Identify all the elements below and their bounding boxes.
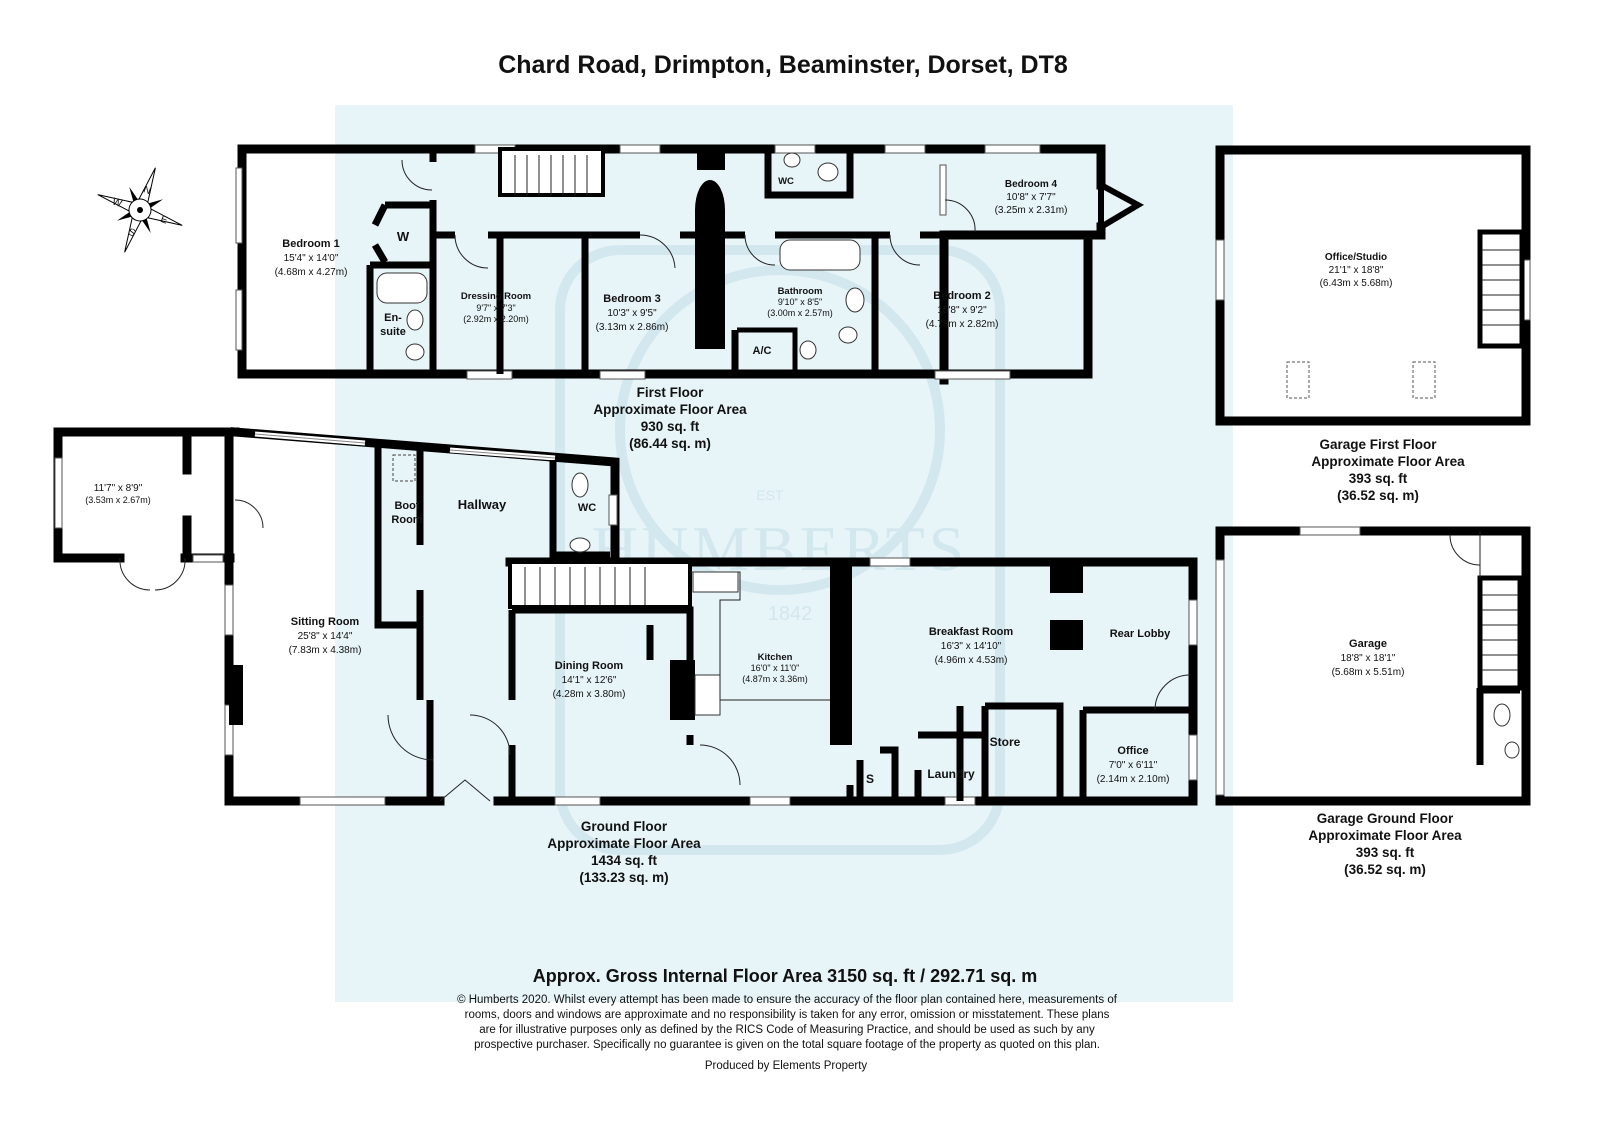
svg-text:S: S — [127, 227, 137, 240]
svg-text:25'8" x 14'4": 25'8" x 14'4" — [298, 631, 353, 642]
svg-text:Laundry: Laundry — [927, 767, 975, 781]
svg-text:Bedroom 2: Bedroom 2 — [933, 290, 990, 302]
svg-text:(4.28m x 3.80m): (4.28m x 3.80m) — [553, 689, 626, 700]
svg-text:(4.87m x 3.36m): (4.87m x 3.36m) — [742, 674, 808, 684]
svg-text:Approximate Floor Area: Approximate Floor Area — [1311, 454, 1465, 469]
svg-text:E: E — [159, 214, 169, 227]
svg-text:(2.92m x 2.20m): (2.92m x 2.20m) — [463, 314, 529, 324]
svg-text:(4.68m x 4.27m): (4.68m x 4.27m) — [275, 267, 348, 278]
garage-first-floor-area: Garage First Floor Approximate Floor Are… — [1311, 437, 1465, 503]
svg-text:9'10" x 8'5": 9'10" x 8'5" — [778, 297, 822, 307]
gross-area: Approx. Gross Internal Floor Area 3150 s… — [533, 966, 1038, 986]
garage-first-floor-plan: Office/Studio 21'1" x 18'8" (6.43m x 5.6… — [1215, 145, 1531, 426]
svg-text:WC: WC — [578, 502, 596, 514]
svg-text:(7.83m x 4.38m): (7.83m x 4.38m) — [289, 645, 362, 656]
svg-text:A/C: A/C — [753, 345, 772, 357]
svg-text:Garage Ground Floor: Garage Ground Floor — [1317, 811, 1454, 826]
svg-text:Approximate Floor Area: Approximate Floor Area — [593, 402, 747, 417]
svg-text:393 sq. ft: 393 sq. ft — [1356, 845, 1415, 860]
svg-text:15'8" x 9'2": 15'8" x 9'2" — [937, 305, 987, 316]
svg-text:Approximate Floor Area: Approximate Floor Area — [1308, 828, 1462, 843]
svg-text:W: W — [111, 196, 124, 210]
svg-text:Bedroom 3: Bedroom 3 — [603, 293, 660, 305]
svg-text:(86.44 sq. m): (86.44 sq. m) — [629, 436, 711, 451]
svg-text:(4.96m x 4.53m): (4.96m x 4.53m) — [935, 655, 1008, 666]
svg-text:(5.68m x 5.51m): (5.68m x 5.51m) — [1332, 667, 1405, 678]
svg-text:N: N — [142, 184, 153, 197]
svg-text:16'0" x 11'0": 16'0" x 11'0" — [751, 663, 800, 673]
svg-text:First Floor: First Floor — [637, 385, 704, 400]
svg-text:Approximate Floor Area: Approximate Floor Area — [547, 836, 701, 851]
svg-text:16'3" x 14'10": 16'3" x 14'10" — [941, 641, 1002, 652]
svg-text:Garage: Garage — [1349, 638, 1387, 650]
svg-text:10'3" x 9'5": 10'3" x 9'5" — [607, 308, 657, 319]
svg-text:Dressing Room: Dressing Room — [461, 291, 531, 302]
svg-text:W: W — [397, 229, 410, 244]
svg-text:(3.13m x 2.86m): (3.13m x 2.86m) — [596, 322, 669, 333]
svg-text:Store: Store — [990, 735, 1021, 749]
svg-text:(3.00m x 2.57m): (3.00m x 2.57m) — [767, 308, 833, 318]
svg-text:Hallway: Hallway — [458, 497, 507, 512]
svg-text:21'1" x 18'8": 21'1" x 18'8" — [1329, 265, 1384, 276]
svg-text:Kitchen: Kitchen — [758, 652, 793, 663]
svg-text:En-: En- — [384, 312, 402, 324]
page-title: Chard Road, Drimpton, Beaminster, Dorset… — [498, 51, 1068, 79]
svg-text:393 sq. ft: 393 sq. ft — [1349, 471, 1408, 486]
produced-by: Produced by Elements Property — [705, 1060, 868, 1072]
svg-text:Dining Room: Dining Room — [555, 660, 624, 672]
svg-text:Sitting Room: Sitting Room — [291, 616, 360, 628]
svg-text:suite: suite — [380, 326, 406, 338]
first-floor-labels: Bedroom 1 15'4" x 14'0" (4.68m x 4.27m) … — [275, 176, 1068, 357]
svg-text:Bedroom 4: Bedroom 4 — [1005, 179, 1058, 190]
svg-text:WC: WC — [778, 176, 794, 187]
svg-text:rooms, doors and windows are a: rooms, doors and windows are approximate… — [465, 1009, 1110, 1021]
svg-text:18'8" x 18'1": 18'8" x 18'1" — [1341, 653, 1396, 664]
svg-text:930 sq. ft: 930 sq. ft — [641, 419, 700, 434]
svg-text:(133.23 sq. m): (133.23 sq. m) — [579, 870, 668, 885]
svg-text:Room: Room — [391, 514, 422, 526]
svg-text:Rear Lobby: Rear Lobby — [1110, 628, 1171, 640]
svg-text:11'7" x 8'9": 11'7" x 8'9" — [94, 483, 143, 494]
svg-text:7'0" x 6'11": 7'0" x 6'11" — [1109, 760, 1158, 771]
svg-text:Boot: Boot — [394, 500, 419, 512]
svg-text:Breakfast Room: Breakfast Room — [929, 626, 1014, 638]
svg-text:(3.53m x 2.67m): (3.53m x 2.67m) — [85, 495, 151, 505]
svg-text:© Humberts 2020. Whilst every: © Humberts 2020. Whilst every attempt ha… — [457, 994, 1118, 1006]
svg-text:Bathroom: Bathroom — [778, 286, 823, 297]
svg-text:Office: Office — [1117, 745, 1148, 757]
svg-text:1842: 1842 — [768, 603, 813, 625]
svg-text:prospective purchaser. Specifi: prospective purchaser. Specifically no g… — [474, 1039, 1100, 1051]
svg-text:(4.78m x 2.82m): (4.78m x 2.82m) — [926, 319, 999, 330]
svg-text:Ground Floor: Ground Floor — [581, 819, 668, 834]
svg-text:Garage First Floor: Garage First Floor — [1319, 437, 1437, 452]
first-floor-plan — [235, 144, 1145, 385]
svg-text:Office/Studio: Office/Studio — [1325, 252, 1387, 263]
svg-text:14'1" x 12'6": 14'1" x 12'6" — [562, 675, 617, 686]
first-floor-area: First Floor Approximate Floor Area 930 s… — [593, 385, 747, 451]
svg-text:10'8" x 7'7": 10'8" x 7'7" — [1006, 192, 1056, 203]
ground-floor-area: Ground Floor Approximate Floor Area 1434… — [547, 819, 701, 885]
svg-text:(2.14m x 2.10m): (2.14m x 2.10m) — [1097, 774, 1170, 785]
svg-text:(6.43m x 5.68m): (6.43m x 5.68m) — [1320, 278, 1393, 289]
svg-text:(36.52 sq. m): (36.52 sq. m) — [1344, 862, 1426, 877]
svg-text:(36.52 sq. m): (36.52 sq. m) — [1337, 488, 1419, 503]
garage-ground-floor-plan: Garage 18'8" x 18'1" (5.68m x 5.51m) — [1215, 526, 1531, 806]
svg-text:EST: EST — [756, 487, 784, 503]
compass-icon: N S E W — [97, 167, 183, 253]
svg-text:(3.25m x 2.31m): (3.25m x 2.31m) — [995, 205, 1068, 216]
svg-text:Bedroom 1: Bedroom 1 — [282, 238, 339, 250]
garage-ground-floor-area: Garage Ground Floor Approximate Floor Ar… — [1308, 811, 1462, 877]
svg-text:are for illustrative purposes: are for illustrative purposes only as de… — [479, 1024, 1095, 1036]
svg-text:S: S — [866, 772, 874, 786]
ground-floor-labels: 11'7" x 8'9" (3.53m x 2.67m) Boot Room H… — [85, 483, 1171, 786]
svg-text:9'7" x 7'3": 9'7" x 7'3" — [476, 303, 515, 313]
svg-text:15'4" x 14'0": 15'4" x 14'0" — [284, 253, 339, 264]
ground-floor-plan — [53, 427, 1198, 806]
disclaimer: © Humberts 2020. Whilst every attempt ha… — [457, 994, 1118, 1051]
svg-text:1434 sq. ft: 1434 sq. ft — [591, 853, 658, 868]
